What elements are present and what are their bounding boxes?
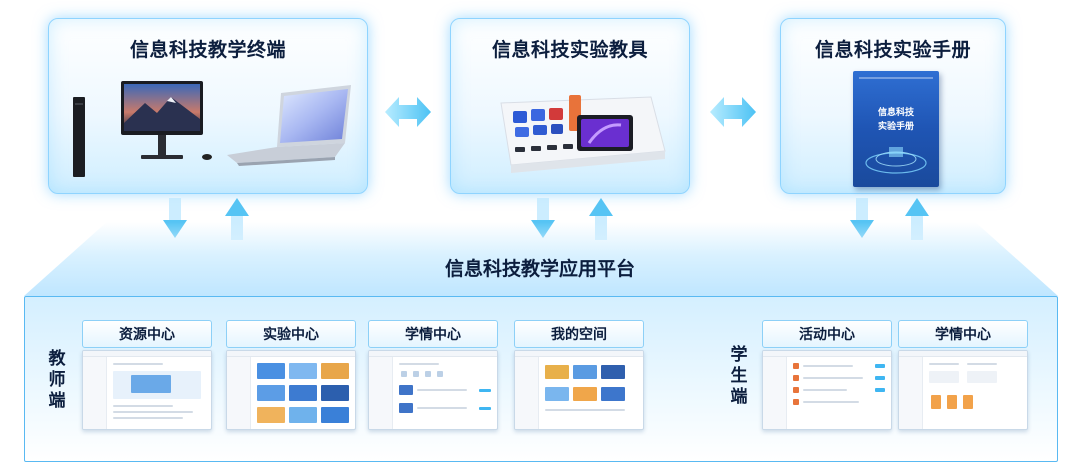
- module-tag[interactable]: 学情中心: [368, 320, 498, 348]
- module-screenshot: [762, 350, 892, 430]
- module-screenshot: [368, 350, 498, 430]
- computer-devices-illustration: [73, 81, 351, 177]
- module-screenshot: [226, 350, 356, 430]
- module-my-space[interactable]: 我的空间: [514, 320, 644, 432]
- kit-card: 信息科技实验教具: [450, 18, 690, 194]
- kit-title: 信息科技实验教具: [491, 40, 648, 61]
- module-tag[interactable]: 资源中心: [82, 320, 212, 348]
- manual-book: 信息科技 实验手册: [853, 71, 939, 187]
- module-activity-center[interactable]: 活动中心: [762, 320, 892, 432]
- module-learning-analytics[interactable]: 学情中心: [368, 320, 498, 432]
- teacher-role-label: 教师端: [48, 349, 66, 410]
- manual-book-title-line2: 实验手册: [877, 121, 914, 131]
- manual-book-title-line1: 信息科技: [877, 107, 914, 117]
- module-student-analytics[interactable]: 学情中心: [898, 320, 1028, 432]
- terminal-card: 信息科技教学终端: [48, 18, 368, 194]
- experiment-kit-illustration: [500, 95, 666, 173]
- module-screenshot: [898, 350, 1028, 430]
- module-experiment-center[interactable]: 实验中心: [226, 320, 356, 432]
- module-tag[interactable]: 活动中心: [762, 320, 892, 348]
- module-screenshot: [514, 350, 644, 430]
- double-arrow-icon: [710, 97, 756, 127]
- module-tag[interactable]: 我的空间: [514, 320, 644, 348]
- platform-title: 信息科技教学应用平台: [444, 259, 635, 280]
- module-tag[interactable]: 实验中心: [226, 320, 356, 348]
- platform-header-band: [24, 222, 1058, 296]
- module-resource-center[interactable]: 资源中心: [82, 320, 212, 432]
- manual-title: 信息科技实验手册: [814, 40, 971, 61]
- module-tag[interactable]: 学情中心: [898, 320, 1028, 348]
- double-arrow-icon: [385, 97, 431, 127]
- manual-card: 信息科技实验手册 信息科技 实验手册: [780, 18, 1006, 194]
- terminal-title: 信息科技教学终端: [129, 40, 286, 61]
- student-role-label: 学生端: [730, 345, 748, 406]
- module-screenshot: [82, 350, 212, 430]
